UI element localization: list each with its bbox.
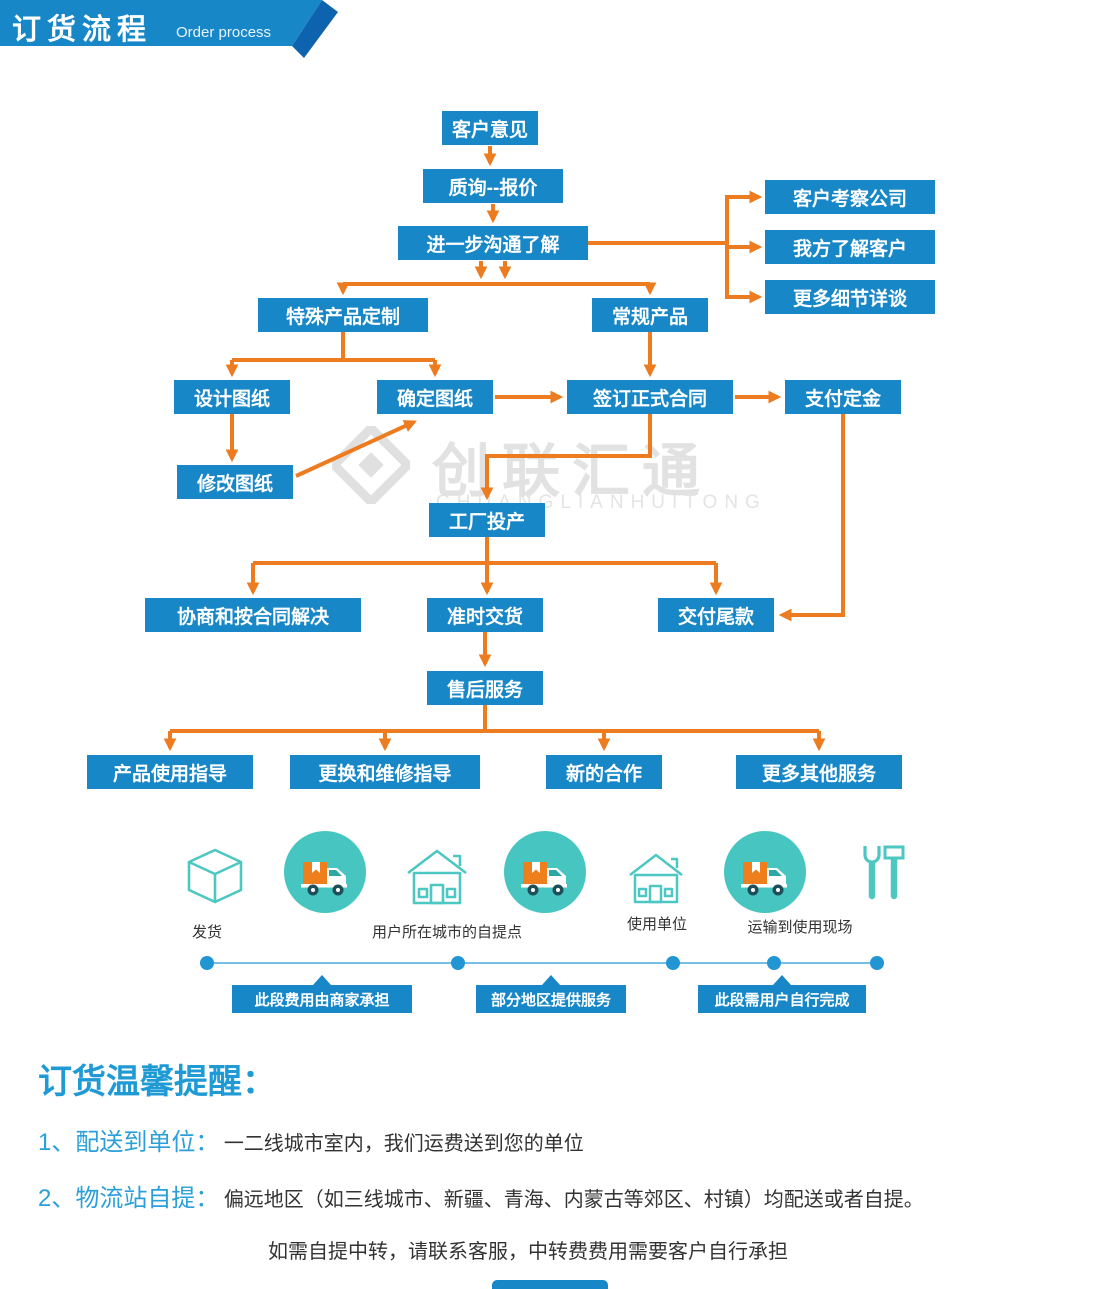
- flow-node-negotiate-resolve: 协商和按合同解决: [145, 598, 361, 632]
- flow-node-confirm-drawing: 确定图纸: [377, 380, 493, 414]
- page-subtitle: Order process: [176, 24, 272, 41]
- flow-node-factory-production: 工厂投产: [429, 503, 545, 537]
- timeline-dot: [767, 956, 781, 970]
- flow-node-regular-product: 常规产品: [592, 298, 708, 332]
- timeline-dot: [200, 956, 214, 970]
- timeline: [200, 956, 884, 970]
- flow-node-know-customer: 我方了解客户: [765, 230, 935, 264]
- flow-node-sign-contract: 签订正式合同: [567, 380, 733, 414]
- ship-label: 发货: [191, 924, 223, 941]
- note-item-2: 2、物流站自提： 偏远地区（如三线城市、新疆、青海、内蒙古等郊区、村镇）均配送或…: [38, 1178, 924, 1213]
- use-unit-house-icon: [629, 853, 683, 904]
- watermark-logo-icon: [332, 426, 410, 504]
- tools-icon: [863, 845, 905, 900]
- note-item-3: 如需自提中转，请联系客服，中转费费用需要客户自行承担: [268, 1235, 788, 1264]
- flow-node-pay-deposit: 支付定金: [785, 380, 901, 414]
- timeline-dot: [666, 956, 680, 970]
- timeline-dot: [870, 956, 884, 970]
- pickup-label: 用户所在城市的自提点: [371, 924, 523, 941]
- flow-node-customer-opinion: 客户意见: [442, 111, 538, 145]
- footer-indicator: [492, 1280, 608, 1289]
- note-item-1-text: 一二线城市室内，我们运费送到您的单位: [223, 1133, 584, 1155]
- note-item-2-text: 偏远地区（如三线城市、新疆、青海、内蒙古等郊区、村镇）均配送或者自提。: [223, 1189, 924, 1211]
- flow-node-repair-guide: 更换和维修指导: [290, 755, 480, 789]
- note-item-2-label: 2、物流站自提：: [38, 1185, 220, 1212]
- flow-node-modify-drawing: 修改图纸: [177, 465, 293, 499]
- flow-node-more-services: 更多其他服务: [736, 755, 902, 789]
- flow-node-after-sales: 售后服务: [427, 671, 543, 705]
- delivery-truck-icon: [504, 831, 586, 913]
- shipping-box-icon: [187, 848, 243, 904]
- flow-node-more-details: 更多细节详谈: [765, 280, 935, 314]
- notes-title: 订货温馨提醒：: [38, 1063, 276, 1101]
- flow-node-design-drawing: 设计图纸: [174, 380, 290, 414]
- flow-node-pay-balance: 交付尾款: [658, 598, 774, 632]
- delivery-truck-icon: [724, 831, 806, 913]
- flow-node-ontime-delivery: 准时交货: [427, 598, 543, 632]
- delivery-truck-icon: [284, 831, 366, 913]
- transport-label: 运输到使用现场: [747, 919, 853, 936]
- header-banner-shape: [0, 0, 338, 58]
- flow-node-usage-guide: 产品使用指导: [87, 755, 253, 789]
- flow-node-customer-visit: 客户考察公司: [765, 180, 935, 214]
- flow-node-inquiry-quote: 质询--报价: [423, 169, 563, 203]
- note-item-1-label: 1、配送到单位：: [38, 1129, 220, 1156]
- pickup-house-icon: [407, 849, 467, 905]
- callout-merchant-cost: 此段费用由商家承担: [232, 975, 412, 1013]
- note-item-1: 1、配送到单位： 一二线城市室内，我们运费送到您的单位: [38, 1122, 584, 1157]
- flow-node-further-communication: 进一步沟通了解: [398, 226, 588, 260]
- header: 订货流程 Order process: [0, 0, 360, 58]
- note-item-3-text: 如需自提中转，请联系客服，中转费费用需要客户自行承担: [268, 1241, 788, 1263]
- callout-partial-service: 部分地区提供服务: [476, 975, 626, 1013]
- page-title: 订货流程: [12, 14, 153, 46]
- flow-node-special-custom: 特殊产品定制: [258, 298, 428, 332]
- flow-node-new-cooperation: 新的合作: [546, 755, 662, 789]
- timeline-dot: [451, 956, 465, 970]
- use-unit-label: 使用单位: [626, 916, 688, 933]
- callout-user-complete: 此段需用户自行完成: [698, 975, 866, 1013]
